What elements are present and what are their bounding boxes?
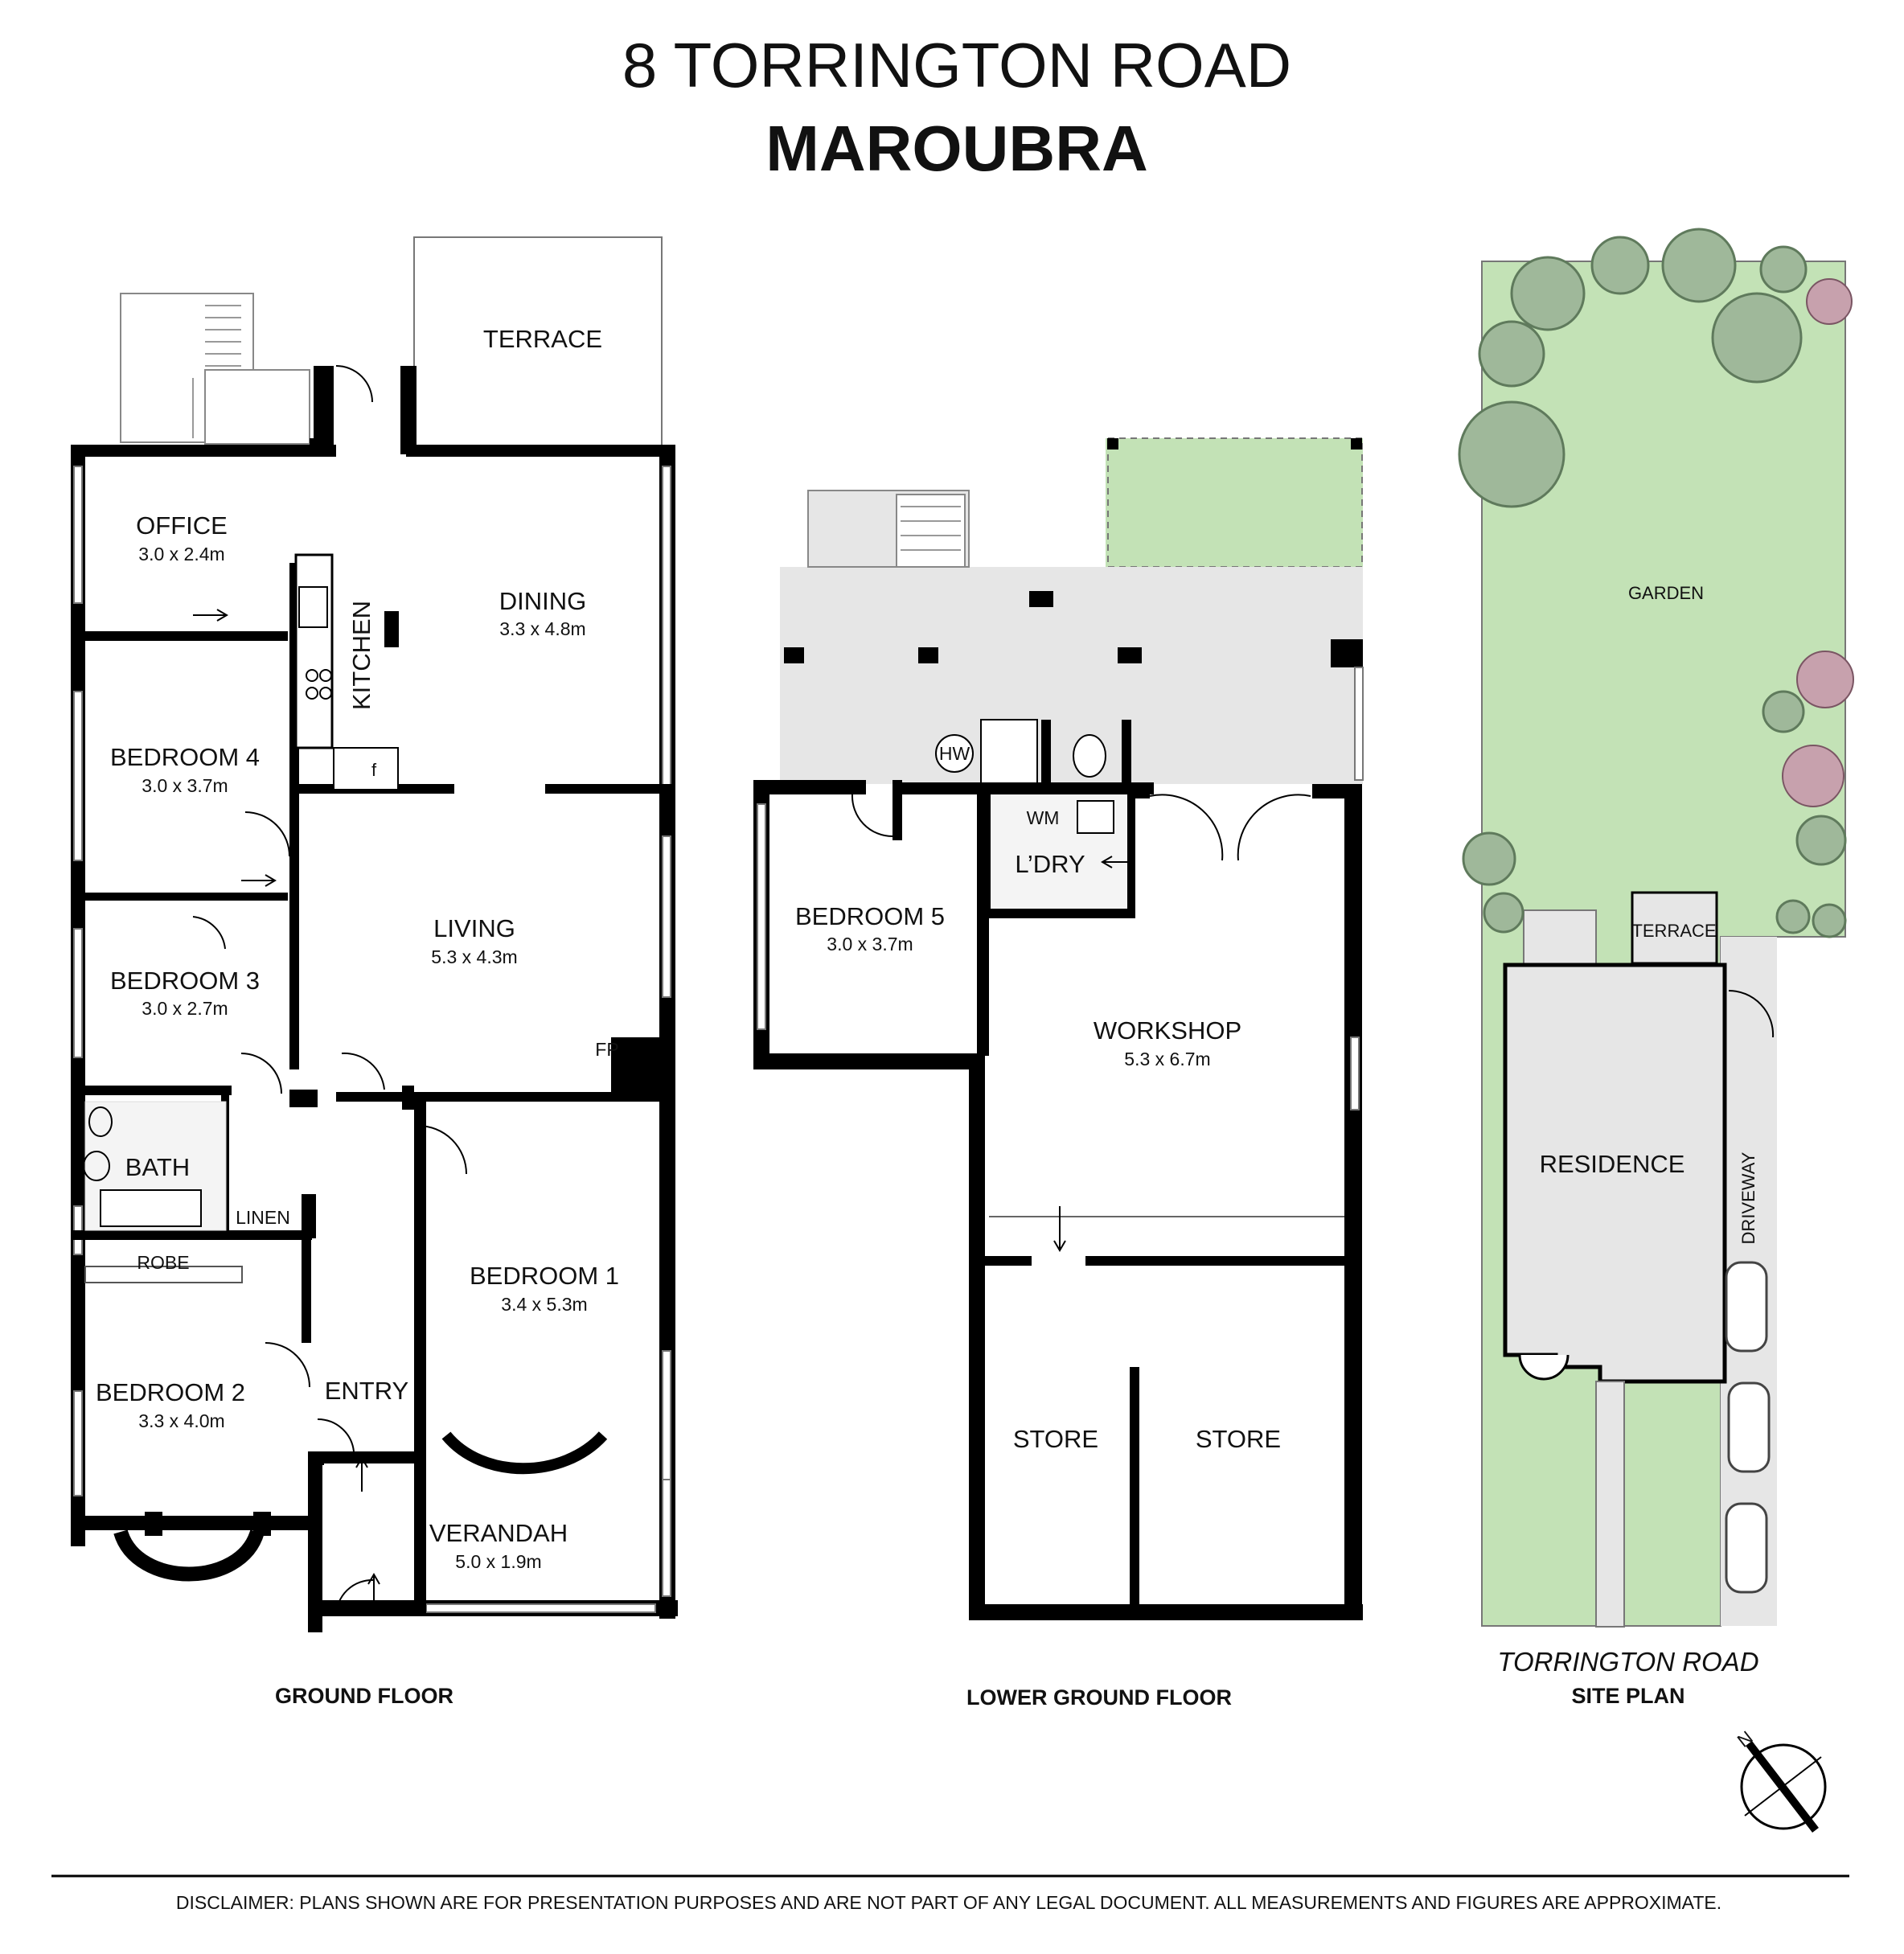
room-fp-label: FP: [595, 1039, 618, 1060]
room-bedroom5-label: BEDROOM 5: [795, 902, 945, 930]
site-garden-label: GARDEN: [1628, 583, 1704, 603]
title-suburb: MAROUBRA: [765, 113, 1148, 184]
room-hw-label: HW: [939, 743, 970, 764]
ground-floor-plan: f TERRACE OFFICE 3.0 x 2.4m KITCHEN: [71, 236, 678, 1708]
room-verandah-label: VERANDAH: [429, 1519, 568, 1547]
room-bedroom5-dims: 3.0 x 3.7m: [827, 934, 913, 954]
room-workshop-label: WORKSHOP: [1094, 1016, 1241, 1045]
driveway-cars: [1725, 1261, 1771, 1594]
room-bedroom2-dims: 3.3 x 4.0m: [138, 1410, 224, 1431]
room-bedroom1-label: BEDROOM 1: [470, 1262, 619, 1290]
room-store1-label: STORE: [1013, 1425, 1098, 1453]
site-plan: GARDEN TERRACE RESIDENCE DRIVEWAY TORRIN…: [1458, 228, 1854, 1833]
north-compass-icon: N: [1734, 1726, 1827, 1833]
room-bedroom2-label: BEDROOM 2: [96, 1378, 245, 1406]
room-bedroom1-dims: 3.4 x 5.3m: [501, 1294, 587, 1315]
room-living-label: LIVING: [433, 914, 515, 942]
room-bath-label: BATH: [125, 1153, 190, 1181]
disclaimer-text: DISCLAIMER: PLANS SHOWN ARE FOR PRESENTA…: [176, 1892, 1721, 1913]
room-linen-label: LINEN: [236, 1207, 290, 1228]
room-robe-label: ROBE: [137, 1252, 189, 1273]
room-dining-label: DINING: [499, 587, 587, 615]
room-living-dims: 5.3 x 4.3m: [431, 946, 517, 967]
site-driveway-label: DRIVEWAY: [1738, 1151, 1758, 1244]
room-office-label: OFFICE: [136, 511, 228, 540]
room-entry-label: ENTRY: [325, 1377, 409, 1405]
room-office-dims: 3.0 x 2.4m: [138, 544, 224, 564]
room-bedroom3-dims: 3.0 x 2.7m: [142, 998, 228, 1019]
room-bedroom3-label: BEDROOM 3: [110, 967, 260, 995]
room-terrace-label: TERRACE: [483, 325, 602, 353]
site-plan-label: SITE PLAN: [1571, 1684, 1684, 1708]
room-bedroom4-dims: 3.0 x 3.7m: [142, 775, 228, 796]
lower-ground-floor-label: LOWER GROUND FLOOR: [966, 1685, 1232, 1710]
site-residence-label: RESIDENCE: [1540, 1150, 1685, 1178]
room-bedroom4-label: BEDROOM 4: [110, 743, 260, 771]
site-terrace-label: TERRACE: [1631, 921, 1716, 941]
room-laundry-label: L’DRY: [1015, 850, 1085, 878]
site-road-label: TORRINGTON ROAD: [1497, 1647, 1758, 1677]
room-store2-label: STORE: [1196, 1425, 1281, 1453]
lower-ground-floor-plan: HW WM L’DRY B: [753, 437, 1364, 1710]
room-wm-label: WM: [1027, 807, 1060, 828]
room-workshop-dims: 5.3 x 6.7m: [1124, 1049, 1210, 1069]
room-verandah-dims: 5.0 x 1.9m: [455, 1551, 541, 1572]
ground-floor-label: GROUND FLOOR: [275, 1684, 453, 1708]
fridge-mark: f: [371, 760, 377, 780]
room-kitchen-label: KITCHEN: [347, 601, 375, 710]
room-dining-dims: 3.3 x 4.8m: [499, 618, 585, 639]
garden-trees: [1458, 228, 1854, 938]
title-address: 8 TORRINGTON ROAD: [622, 30, 1291, 101]
